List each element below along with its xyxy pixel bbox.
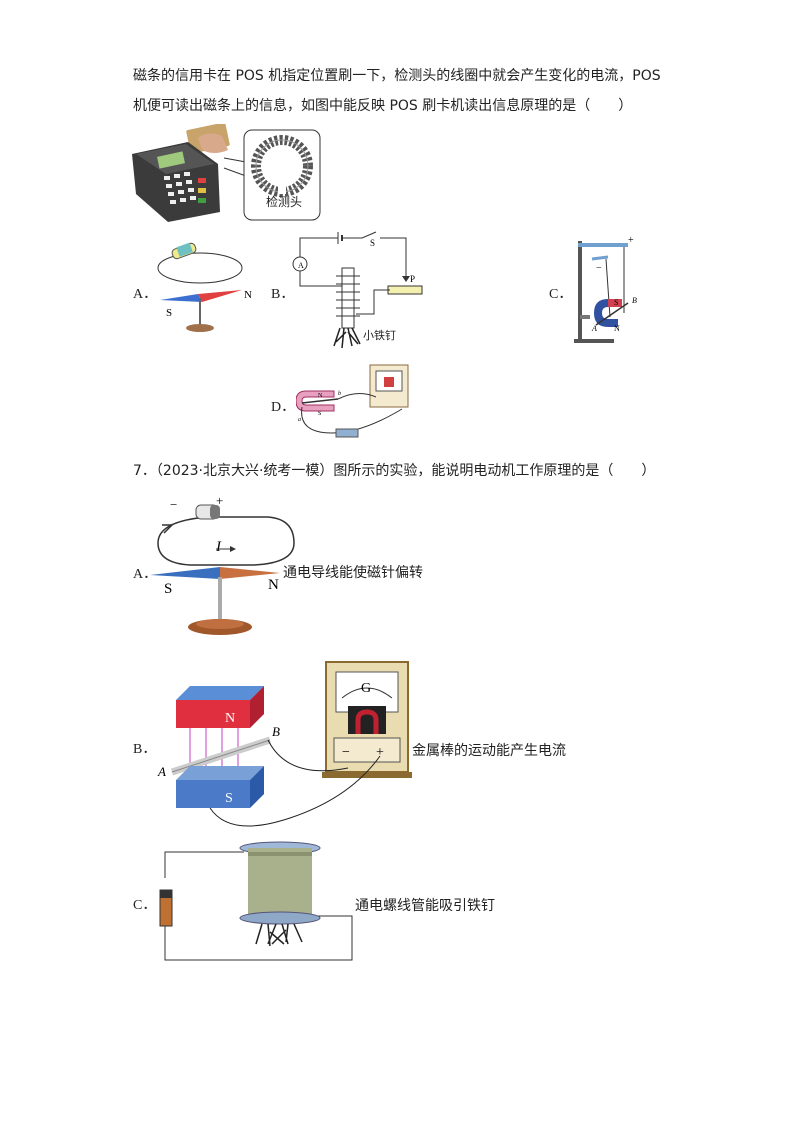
- q7-b-plus: +: [376, 745, 384, 760]
- q7-a-plus: +: [216, 493, 223, 508]
- q6-d-a: a: [298, 417, 301, 423]
- q6-a-figure: S N: [157, 242, 252, 332]
- q7-option-c-label[interactable]: C．: [133, 898, 157, 913]
- q6-a-n-label: N: [244, 289, 252, 301]
- q6-c-minus: −: [596, 263, 602, 274]
- q7-c-caption: 通电螺线管能吸引铁钉: [355, 898, 495, 914]
- q7-b-a: A: [157, 764, 166, 779]
- q7-a-minus: −: [170, 497, 177, 512]
- q6-b-figure: A S P: [292, 231, 423, 349]
- q6-c-figure: + − S N A B: [574, 235, 637, 343]
- q7-b-g: G: [361, 681, 371, 696]
- q6-option-a-label[interactable]: A．: [133, 287, 158, 302]
- q7-stem: 7．（2023·北京大兴·统考一模）图所示的实验，能说明电动机工作原理的是（ ）: [133, 463, 656, 479]
- q7-c-figure: [159, 841, 353, 961]
- rheostat-p-label: P: [410, 274, 415, 284]
- q6-d-s: S: [318, 411, 321, 417]
- q7-b-b: B: [272, 724, 280, 739]
- q6-c-plus: +: [628, 235, 634, 246]
- q6-a-s-label: S: [166, 307, 172, 319]
- q7-b-s: S: [225, 791, 233, 806]
- q7-b-n: N: [225, 711, 235, 726]
- ammeter-label: A: [298, 261, 304, 270]
- pos-machine-figure: [132, 124, 321, 222]
- q6-option-c-label[interactable]: C．: [549, 287, 573, 302]
- q7-b-figure: N S A B G − +: [157, 661, 412, 827]
- small-nail-label: 小铁钉: [363, 329, 396, 342]
- q7-a-figure: − + I S N: [150, 493, 295, 635]
- q6-stem-line1: 磁条的信用卡在 POS 机指定位置刷一下，检测头的线圈中就会产生变化的电流，PO…: [133, 68, 661, 84]
- q6-c-s: S: [614, 298, 618, 307]
- q7-b-caption: 金属棒的运动能产生电流: [412, 743, 566, 759]
- q6-d-b: b: [338, 391, 341, 397]
- q6-c-b: B: [632, 296, 637, 305]
- q7-a-caption: 通电导线能使磁针偏转: [283, 565, 423, 581]
- q6-d-figure: N S a b: [296, 364, 409, 438]
- q7-option-a-label[interactable]: A．: [133, 567, 158, 582]
- q6-option-b-label[interactable]: B．: [271, 287, 295, 302]
- switch-s-label: S: [370, 238, 375, 248]
- q7-b-minus: −: [342, 745, 350, 760]
- q7-a-s: S: [164, 581, 172, 597]
- q6-c-a: A: [591, 324, 597, 333]
- q6-option-d-label[interactable]: D．: [271, 400, 296, 415]
- q7-a-current-label: I: [215, 539, 222, 555]
- q7-option-b-label[interactable]: B．: [133, 742, 157, 757]
- q6-c-n: N: [614, 324, 620, 333]
- q7-a-n: N: [268, 577, 279, 593]
- q6-d-n: N: [318, 393, 323, 399]
- q6-stem-line2: 机便可读出磁条上的信息，如图中能反映 POS 刷卡机读出信息原理的是（ ）: [133, 98, 633, 114]
- detector-label: 检测头: [266, 195, 303, 209]
